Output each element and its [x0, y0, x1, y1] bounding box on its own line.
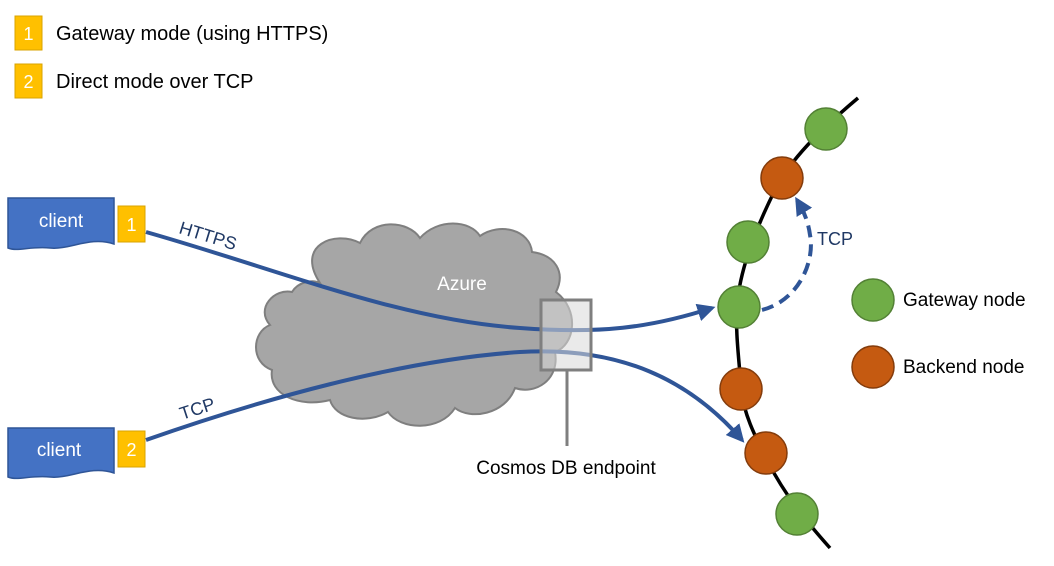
endpoint-label: Cosmos DB endpoint — [476, 458, 656, 479]
gateway-node — [717, 285, 761, 329]
client-1-badge — [117, 205, 146, 243]
client-2-label: client — [37, 440, 82, 461]
tcp-connection-arrow — [145, 349, 745, 443]
backend-node — [760, 156, 804, 200]
tcp-internal-label: TCP — [817, 229, 853, 249]
gateway-node — [804, 107, 848, 151]
backend-node — [719, 367, 763, 411]
gateway-node-legend-label: Gateway node — [903, 290, 1026, 311]
client-2: client 2 — [7, 427, 146, 480]
ring-nodes — [717, 107, 848, 536]
azure-cloud-shape — [255, 222, 573, 427]
node-legend-backend: Backend node — [851, 345, 1025, 389]
internal-tcp-arrow — [761, 196, 813, 312]
gateway-node — [775, 492, 819, 536]
client-1-badge-number: 1 — [126, 215, 136, 235]
https-connection-arrow — [145, 230, 716, 333]
legend-badge-2 — [14, 63, 43, 99]
azure-label: Azure — [437, 274, 487, 295]
backend-node-legend-icon — [851, 345, 895, 389]
azure-cloud: Azure — [255, 222, 573, 427]
legend-mode-1-label: Gateway mode (using HTTPS) — [56, 23, 328, 45]
backend-node — [744, 431, 788, 475]
client-1-shape — [7, 197, 115, 251]
client-2-shape — [7, 427, 115, 480]
legend-mode-2-label: Direct mode over TCP — [56, 71, 253, 93]
legend-mode-2: 2 Direct mode over TCP — [14, 63, 253, 99]
legend-badge-1-number: 1 — [23, 24, 33, 44]
legend-badge-1 — [14, 15, 43, 51]
node-legend-gateway: Gateway node — [851, 278, 1026, 322]
endpoint-box — [539, 298, 593, 372]
client-1-label: client — [39, 211, 84, 232]
client-2-badge-number: 2 — [126, 440, 136, 460]
legend-mode-1: 1 Gateway mode (using HTTPS) — [14, 15, 328, 51]
client-1: client 1 — [7, 197, 146, 251]
backend-node-legend-label: Backend node — [903, 357, 1025, 378]
client-2-badge — [117, 430, 146, 468]
gateway-node-legend-icon — [851, 278, 895, 322]
legend-badge-2-number: 2 — [23, 72, 33, 92]
gateway-node — [726, 220, 770, 264]
